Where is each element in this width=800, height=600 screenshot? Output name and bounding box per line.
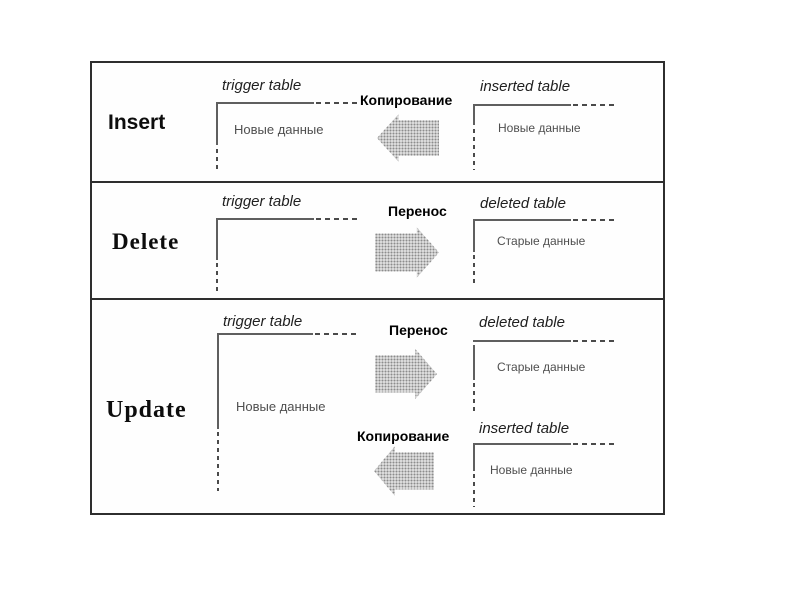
- arrow-left-icon: [377, 114, 439, 162]
- trigger-table-top-line: [217, 333, 313, 335]
- trigger-table-name: trigger table: [222, 77, 302, 94]
- deleted-table-top-line: [473, 340, 571, 342]
- operation-label-insert: Insert: [108, 111, 166, 134]
- trigger-table-name: trigger table: [222, 193, 302, 210]
- trigger-table-content: Новые данные: [236, 399, 326, 414]
- action-label-transfer: Перенос: [388, 203, 447, 219]
- trigger-table-content: Новые данные: [234, 122, 324, 137]
- deleted-table-left-line: [473, 219, 475, 252]
- trigger-table-left-dash: [216, 149, 218, 173]
- deleted-table-top-dash: [573, 219, 615, 221]
- inserted-table-top-line: [473, 443, 571, 445]
- inserted-table-top-line: [473, 104, 571, 106]
- action-label-copy: Копирование: [360, 92, 453, 108]
- operation-label-update: Update: [106, 397, 187, 423]
- inserted-table-name: inserted table: [480, 78, 571, 95]
- inserted-table-content: Новые данные: [498, 121, 581, 135]
- inserted-table-left-dash: [473, 474, 475, 507]
- arrow-right-icon: [375, 227, 439, 278]
- inserted-table-name: inserted table: [479, 420, 570, 437]
- trigger-table-left-line: [216, 218, 218, 260]
- trigger-table-top-dash: [316, 218, 360, 220]
- deleted-table-left-line: [473, 345, 475, 380]
- operation-label-delete: Delete: [112, 229, 180, 254]
- deleted-table-left-dash: [473, 255, 475, 286]
- deleted-table-top-line: [473, 219, 571, 221]
- trigger-table-left-dash: [216, 263, 218, 291]
- action-label-copy: Копирование: [357, 428, 450, 444]
- trigger-table-left-line: [216, 102, 218, 145]
- inserted-table-left-line: [473, 443, 475, 471]
- trigger-table-left-line: [217, 333, 219, 429]
- trigger-table-top-line: [216, 218, 314, 220]
- section-divider: [92, 298, 663, 300]
- trigger-table-top-dash: [315, 333, 359, 335]
- section-divider: [92, 181, 663, 183]
- inserted-table-content: Новые данные: [490, 463, 573, 477]
- deleted-table-name: deleted table: [480, 195, 566, 212]
- arrow-right-icon: [375, 349, 437, 399]
- action-label-transfer: Перенос: [389, 322, 448, 338]
- deleted-table-content: Старые данные: [497, 360, 586, 374]
- trigger-table-top-dash: [316, 102, 360, 104]
- deleted-table-top-dash: [573, 340, 615, 342]
- deleted-table-content: Старые данные: [497, 234, 586, 248]
- inserted-table-top-dash: [573, 104, 615, 106]
- arrow-left-icon: [374, 446, 434, 496]
- trigger-table-top-line: [216, 102, 314, 104]
- inserted-table-left-line: [473, 104, 475, 125]
- trigger-table-left-dash: [217, 432, 219, 491]
- trigger-table-name: trigger table: [223, 313, 303, 330]
- deleted-table-left-dash: [473, 383, 475, 412]
- inserted-table-top-dash: [573, 443, 615, 445]
- diagram-frame: Insert trigger table Новые данные Копиро…: [90, 61, 665, 515]
- deleted-table-name: deleted table: [479, 314, 565, 331]
- inserted-table-left-dash: [473, 129, 475, 170]
